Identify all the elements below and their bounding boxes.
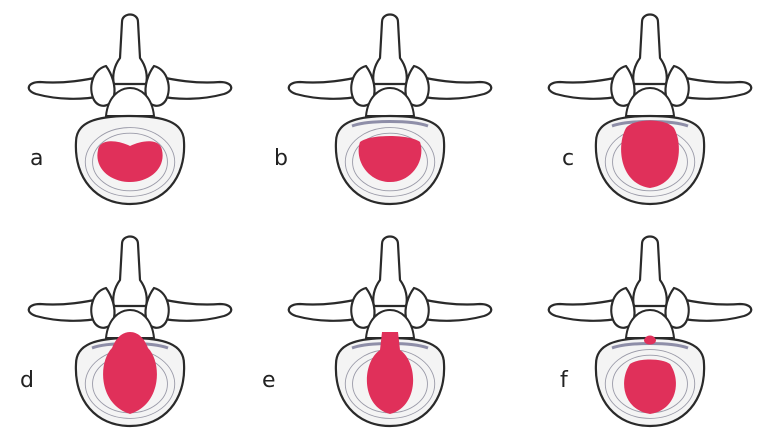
panel-a: a	[29, 15, 231, 205]
panel-label-a: a	[30, 146, 43, 171]
panel-label-d: d	[20, 368, 34, 393]
spinous-process	[113, 15, 147, 85]
spinous-process	[633, 15, 667, 85]
panel-label-e: e	[262, 368, 276, 393]
spinous-process	[113, 237, 147, 307]
spinous-process	[373, 15, 407, 85]
panel-label-f: f	[560, 368, 569, 393]
panel-b: b	[274, 15, 491, 205]
panel-c: c	[549, 15, 751, 205]
spinous-process	[633, 237, 667, 307]
panel-label-c: c	[562, 146, 574, 171]
panel-label-b: b	[274, 146, 288, 171]
panel-e: e	[262, 237, 491, 427]
panel-f: f	[549, 237, 751, 427]
panel-d: d	[20, 237, 231, 427]
spinous-process	[373, 237, 407, 307]
